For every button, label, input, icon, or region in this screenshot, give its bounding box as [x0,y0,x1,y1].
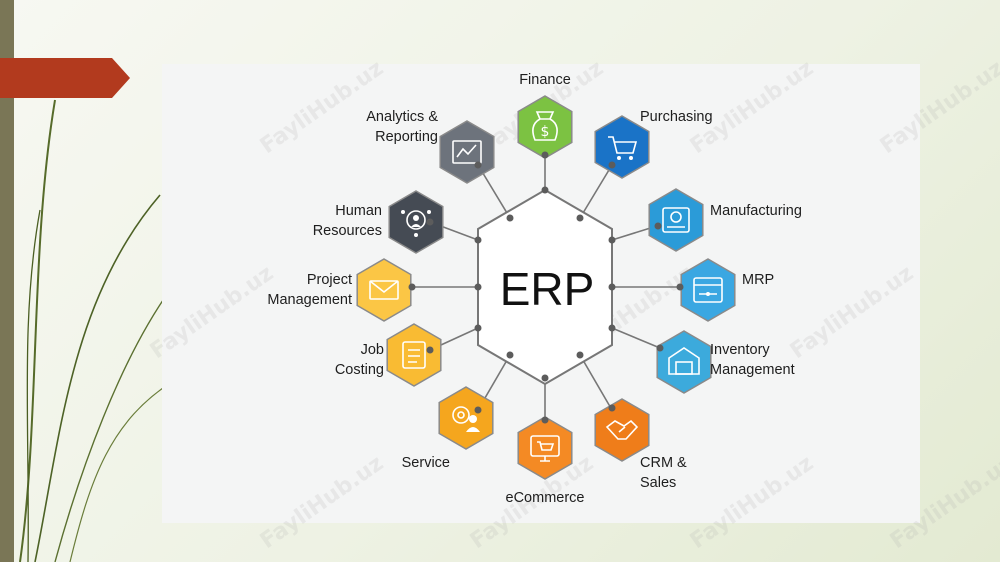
module-hexagon-manufacturing [648,188,704,252]
junction-dot [541,151,549,159]
connector-crm [579,354,613,411]
erp-core: ERP [477,188,613,386]
junction-dot [474,161,482,169]
label-service: Service [401,455,450,471]
left-rail [0,0,14,562]
junction-dot [608,161,616,169]
junction-dot [656,344,664,352]
erp-core-hexagon [477,188,613,386]
junction-dot [506,351,514,359]
junction-dot [474,236,482,244]
junction-dot [576,214,584,222]
label-analytics: Analytics &Reporting [366,109,438,145]
module-manufacturing [648,188,704,252]
junction-dot [541,186,549,194]
envelope-icon [369,280,399,300]
module-finance: $ [517,95,573,159]
money-bag-icon: $ [532,111,558,141]
connector-purchasing [579,164,613,219]
module-hexagon-mrp [680,258,736,322]
junction-dot [474,324,482,332]
module-hexagon-ecommerce [517,416,573,480]
junction-dot [608,404,616,412]
chart-board-icon [452,140,482,164]
clipboard-icon [402,341,426,369]
junction-dot [426,218,434,226]
network-person-icon [401,210,431,237]
module-purchasing [594,115,650,179]
junction-dot [541,416,549,424]
label-purchasing: Purchasing [640,109,713,125]
module-hexagon-job-costing [386,323,442,387]
junction-dot [654,222,662,230]
label-crm: CRM &Sales [640,455,687,491]
module-hexagon-purchasing [594,115,650,179]
module-human-resources [388,190,444,254]
junction-dot [408,283,416,291]
title-ribbon [0,58,130,98]
handshake-icon [605,419,639,440]
grass-decoration [19,99,176,562]
junction-dot [474,406,482,414]
junction-dot [676,283,684,291]
module-crm [594,398,650,462]
monitor-cart-icon [530,435,560,462]
gear-person-icon [452,406,480,432]
label-ecommerce: eCommerce [505,490,585,506]
module-hexagon-service [438,386,494,450]
junction-dot [576,351,584,359]
label-finance: Finance [519,72,571,88]
cart-icon [608,136,638,160]
factory-icon [662,207,690,233]
junction-dot [506,214,514,222]
junction-dot [608,324,616,332]
module-inventory [656,330,712,394]
module-job-costing [386,323,442,387]
erp-core-label: ERP [500,263,595,315]
module-analytics [439,120,495,184]
label-mrp: MRP [742,272,775,288]
module-hexagon-project-management [356,258,412,322]
junction-dot [426,346,434,354]
junction-dot [608,283,616,291]
module-mrp [680,258,736,322]
module-service [438,386,494,450]
module-ecommerce [517,416,573,480]
window-icon [693,277,723,303]
warehouse-icon [668,347,700,375]
junction-dot [541,374,549,382]
junction-dot [608,236,616,244]
junction-dots [408,151,684,424]
junction-dot [474,283,482,291]
label-manufacturing: Manufacturing [710,203,802,219]
module-hexagon-human-resources [388,190,444,254]
connector-inventory [611,327,661,349]
module-project-management [356,258,412,322]
svg-text:$: $ [541,124,550,140]
